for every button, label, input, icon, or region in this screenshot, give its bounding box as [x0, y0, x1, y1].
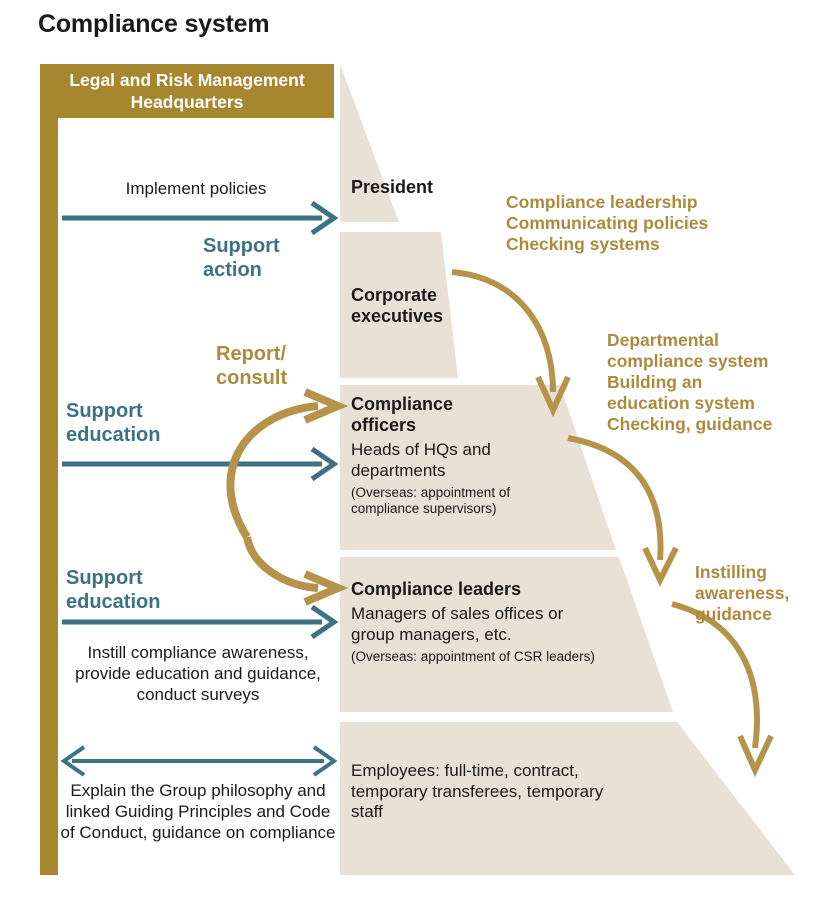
tier-subtitle-compliance-leaders: Managers of sales offices or group manag…: [351, 604, 564, 644]
legal-risk-management-headquarters-header: Legal and Risk Management Headquarters: [40, 64, 334, 118]
tier-shape-employees: [340, 722, 795, 875]
label-instill-compliance-awareness: Instill compliance awareness, provide ed…: [75, 643, 321, 704]
hq-header-label: Legal and Risk Management Headquarters: [69, 70, 305, 112]
label-instilling-awareness: Instilling awareness, guidance: [695, 562, 790, 624]
arrow-support-education-1: [62, 446, 339, 482]
tier-shape-compliance-leaders: [340, 557, 673, 712]
tier-label-employees: Employees: full-time, contract, temporar…: [351, 761, 603, 823]
label-departmental-compliance-system: Departmental compliance system Building …: [607, 330, 773, 434]
label-compliance-leadership: Compliance leadership Communicating poli…: [506, 192, 709, 254]
curved-arrow-president-to-officers: [451, 269, 571, 418]
tier-label-compliance-leaders: Compliance leaders Managers of sales off…: [351, 579, 595, 665]
label-support-education-upper: Support education: [66, 400, 161, 446]
arrow-implement-policies: [62, 200, 339, 236]
label-implement-policies: Implement policies: [125, 179, 267, 198]
curved-arrow-officers-to-leaders: [567, 435, 679, 587]
legal-risk-vertical-bar: [40, 64, 58, 875]
tier-label-compliance-officers: Compliance officers Heads of HQs and dep…: [351, 394, 510, 517]
tier-subtitle-compliance-officers: Heads of HQs and departments: [351, 440, 491, 480]
curved-arrow-report-consult-lower: [243, 536, 349, 606]
tier-label-corporate-executives: Corporate executives: [351, 285, 443, 327]
page-title: Compliance system: [38, 10, 270, 38]
arrow-explain-bidirectional: [60, 745, 338, 777]
label-support-education-lower: Support education: [66, 567, 161, 613]
tier-label-president: President: [351, 177, 433, 198]
tier-title-president: President: [351, 177, 434, 197]
curved-arrow-report-consult-upper: [226, 388, 349, 540]
tier-title-compliance-leaders: Compliance leaders: [351, 579, 522, 599]
tier-title-compliance-officers: Compliance officers: [351, 394, 454, 435]
tier-shape-compliance-officers: [340, 385, 616, 550]
arrow-support-education-2: [62, 604, 339, 640]
label-explain-group-philosophy: Explain the Group philosophy and linked …: [60, 781, 336, 842]
label-support-action: Support action: [203, 235, 280, 281]
tier-shape-corporate-executives: [340, 232, 458, 378]
tier-subtitle-employees: Employees: full-time, contract, temporar…: [351, 761, 604, 821]
tier-note-compliance-leaders: (Overseas: appointment of CSR leaders): [351, 649, 595, 664]
tier-note-compliance-officers: (Overseas: appointment of compliance sup…: [351, 485, 511, 516]
tier-shape-president: [340, 64, 399, 222]
curved-arrow-leaders-to-employees: [671, 601, 774, 778]
tier-title-corporate-executives: Corporate executives: [351, 285, 444, 326]
label-report-consult: Report/ consult: [216, 343, 288, 389]
